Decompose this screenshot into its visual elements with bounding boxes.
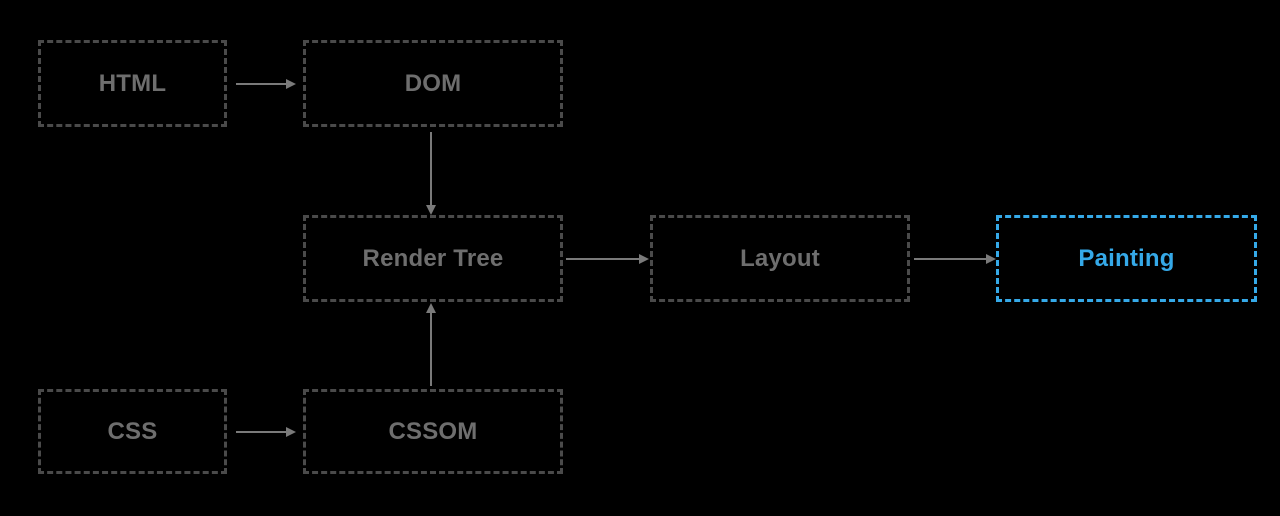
node-css-label: CSS bbox=[107, 417, 158, 445]
node-dom: DOM bbox=[303, 40, 563, 127]
node-css: CSS bbox=[38, 389, 227, 474]
node-render-tree: Render Tree bbox=[303, 215, 563, 302]
node-render-tree-label: Render Tree bbox=[362, 244, 504, 272]
node-layout: Layout bbox=[650, 215, 910, 302]
node-cssom-label: CSSOM bbox=[388, 417, 478, 445]
node-dom-label: DOM bbox=[404, 69, 462, 97]
node-cssom: CSSOM bbox=[303, 389, 563, 474]
node-html-label: HTML bbox=[98, 69, 167, 97]
node-painting-label: Painting bbox=[1078, 244, 1175, 272]
node-html: HTML bbox=[38, 40, 227, 127]
node-painting: Painting bbox=[996, 215, 1257, 302]
node-layout-label: Layout bbox=[740, 244, 820, 272]
